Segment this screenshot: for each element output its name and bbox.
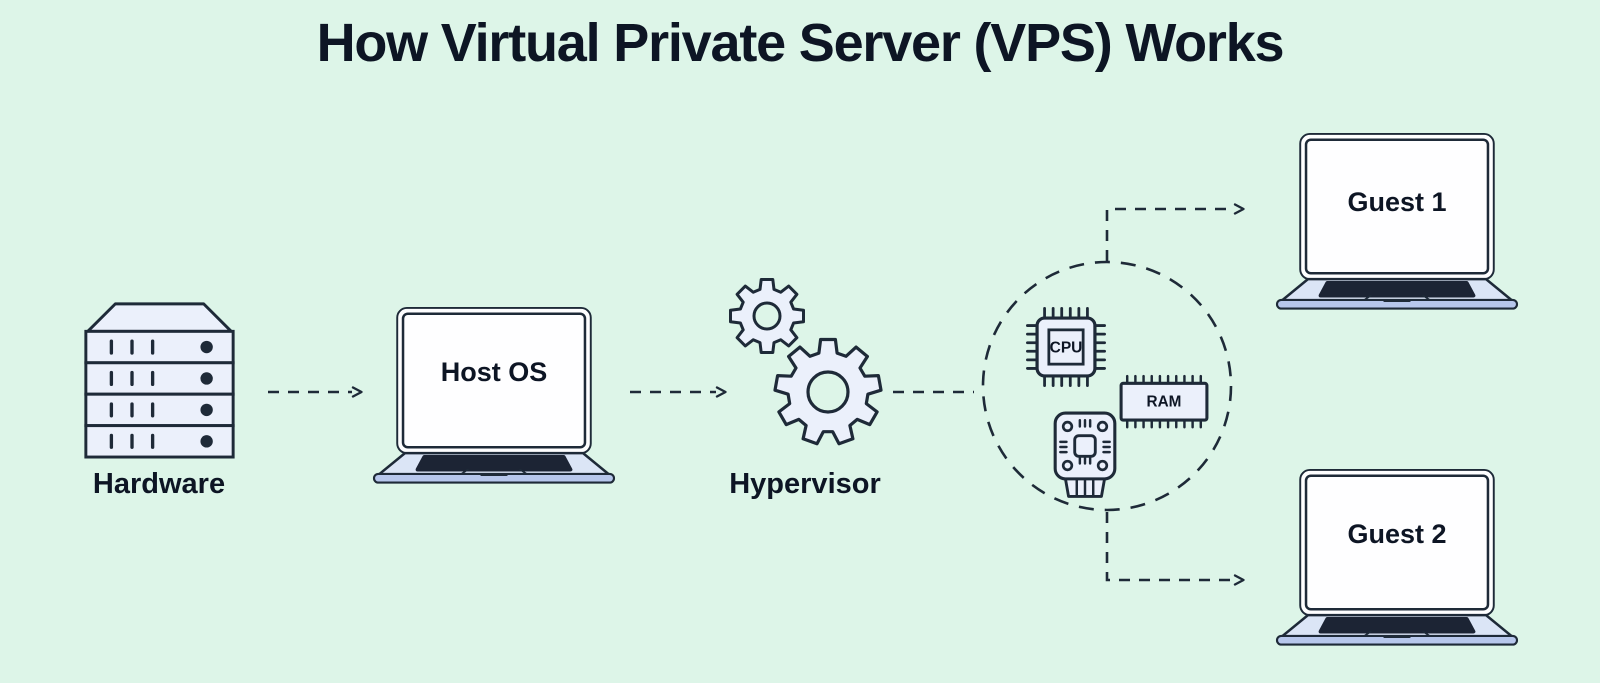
arrow-resources-to-guest2 [1105,512,1245,586]
gears-icon [729,278,883,446]
cpu-label: CPU [1050,339,1083,356]
circuit-chip-icon [1053,411,1117,498]
chip-screw [1061,420,1074,433]
server-rack-icon [76,296,243,459]
hardware-label: Hardware [92,468,226,500]
ram-label: RAM [1147,394,1182,411]
guest1-label: Guest 1 [1347,187,1447,217]
chip-screw [1096,420,1109,433]
chip-screw [1061,459,1074,472]
cpu-chip-icon: CPU [1026,307,1106,387]
chip-core [1073,434,1097,458]
page-title: How Virtual Private Server (VPS) Works [316,13,1285,73]
small-gear [729,278,805,354]
guest1-laptop-icon [1271,132,1523,312]
hostos-label: Host OS [440,357,548,387]
ram-chip-icon: RAM [1119,374,1209,429]
hypervisor-label: Hypervisor [729,468,881,500]
hostos-laptop-icon [368,306,620,486]
arrow-resources-to-guest1 [1105,203,1245,261]
chip-screw [1096,459,1109,472]
guest2-label: Guest 2 [1347,519,1447,549]
guest2-laptop-icon [1271,468,1523,648]
large-gear [773,337,883,446]
